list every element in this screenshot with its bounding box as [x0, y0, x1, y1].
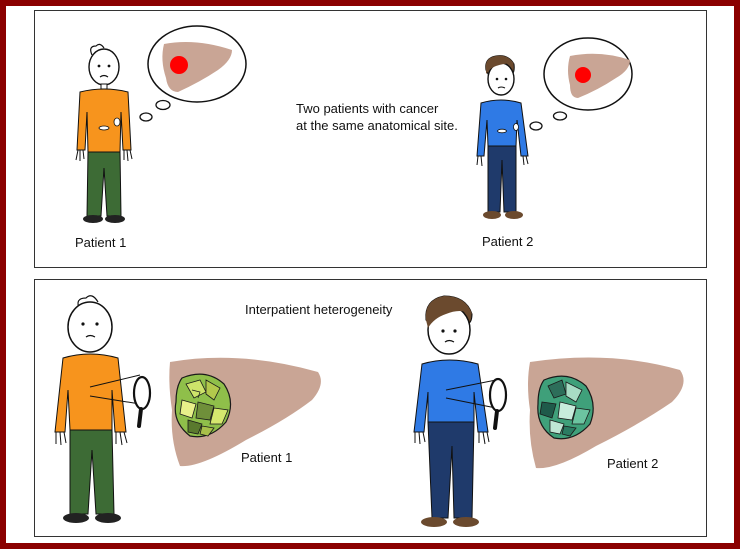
caption-line2: at the same anatomical site. — [296, 118, 458, 133]
heterogeneity-title: Interpatient heterogeneity — [245, 302, 393, 317]
magnifier-icon — [488, 377, 508, 413]
patient2-label-top: Patient 2 — [482, 234, 534, 249]
liver-icon — [162, 42, 232, 92]
tumor-patient1 — [174, 373, 232, 438]
patient2-figure-top — [476, 55, 529, 219]
thought-bubble-patient1 — [139, 25, 247, 122]
caption-line1: Two patients with cancer — [296, 101, 439, 116]
patient2-label-bottom: Patient 2 — [607, 456, 659, 471]
patient1-label-top: Patient 1 — [75, 235, 127, 250]
liver-patient1 — [169, 357, 321, 467]
magnifier-icon — [132, 375, 152, 411]
patient1-label-bottom: Patient 1 — [241, 450, 293, 465]
liver-icon — [568, 53, 630, 98]
patient2-figure-bottom — [413, 295, 508, 527]
tumor-dot — [170, 56, 188, 74]
patient1-figure-top — [75, 43, 133, 223]
tumor-dot — [575, 67, 591, 83]
patient1-figure-bottom — [54, 295, 152, 523]
liver-patient2 — [528, 357, 684, 469]
thought-bubble-patient2 — [529, 37, 633, 131]
tumor-patient2 — [537, 375, 594, 440]
